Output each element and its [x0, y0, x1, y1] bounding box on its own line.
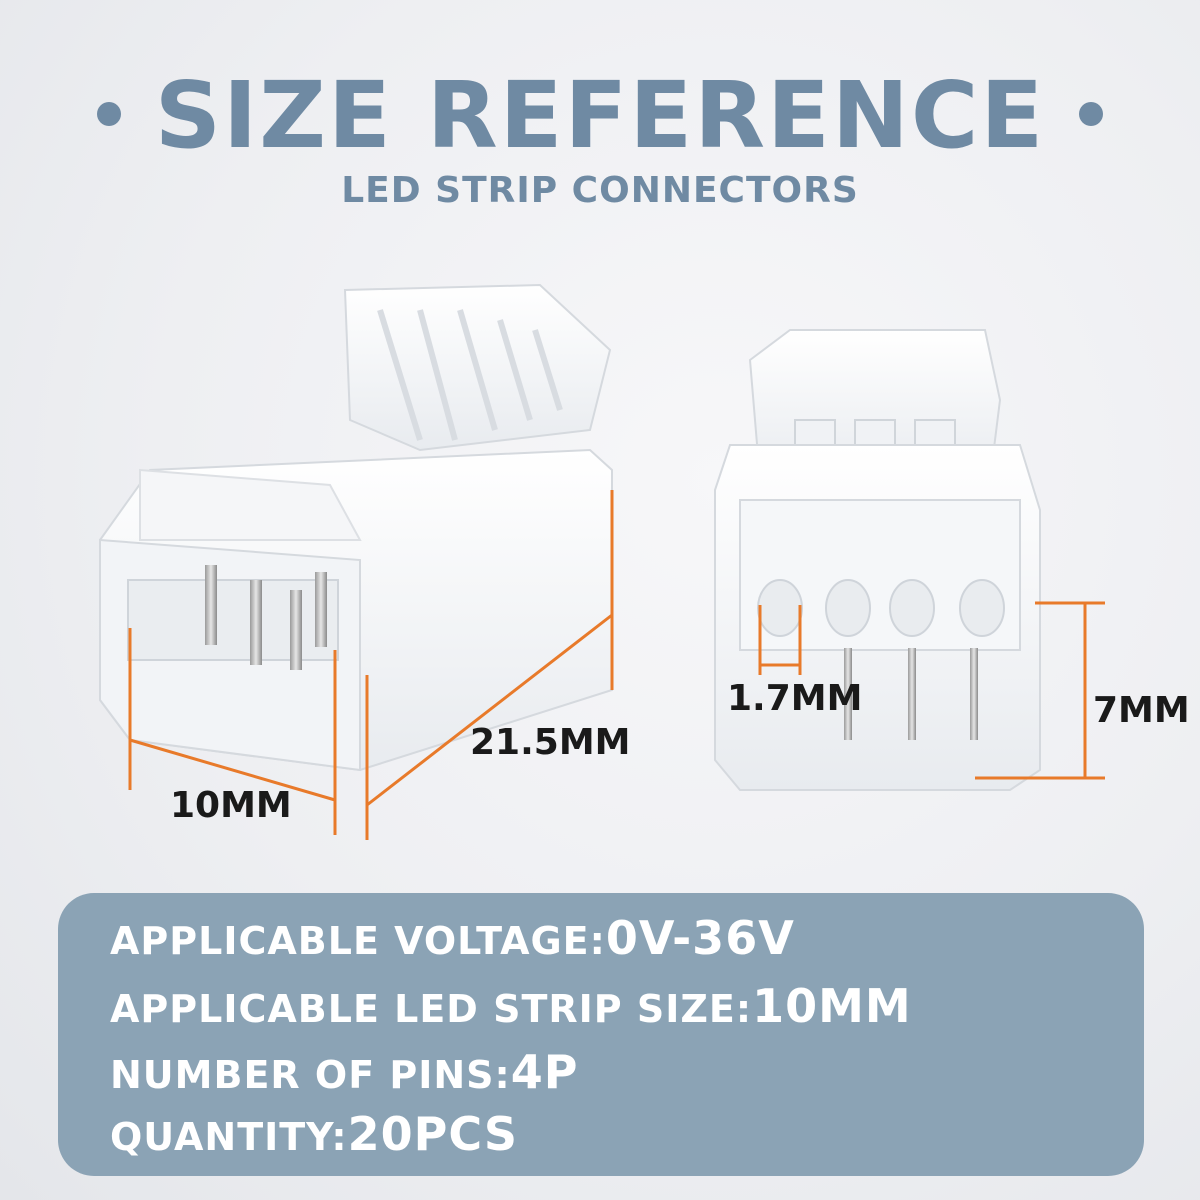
width-dimension-label: 10MM	[170, 785, 292, 826]
title-text: SIZE REFERENCE	[154, 62, 1046, 169]
length-dimension-label: 21.5MM	[470, 722, 631, 763]
spec-pins: NUMBER OF PINS:4P	[110, 1045, 579, 1099]
dot-icon	[1079, 101, 1104, 126]
dimension-lines	[128, 490, 614, 840]
dot-icon	[96, 101, 121, 126]
connector-pins	[844, 648, 978, 740]
spec-strip-size: APPLICABLE LED STRIP SIZE:10MM	[110, 979, 912, 1033]
spec-voltage: APPLICABLE VOLTAGE:0V-36V	[110, 911, 795, 965]
page-title: SIZE REFERENCE	[0, 62, 1200, 169]
spec-quantity: QUANTITY:20PCS	[110, 1107, 519, 1161]
dimension-lines	[758, 601, 1105, 780]
product-illustration	[99, 283, 1105, 840]
lid-ribs	[377, 309, 563, 441]
height-dimension-label: 7MM	[1093, 690, 1190, 731]
pin-holes	[757, 579, 1005, 637]
pin-pitch-dimension-label: 1.7MM	[727, 678, 863, 719]
page-subtitle: LED STRIP CONNECTORS	[341, 170, 859, 211]
right-connector	[714, 329, 1105, 791]
left-connector	[99, 283, 614, 840]
connector-pins	[205, 565, 327, 670]
spec-panel: APPLICABLE VOLTAGE:0V-36V APPLICABLE LED…	[58, 893, 1144, 1176]
